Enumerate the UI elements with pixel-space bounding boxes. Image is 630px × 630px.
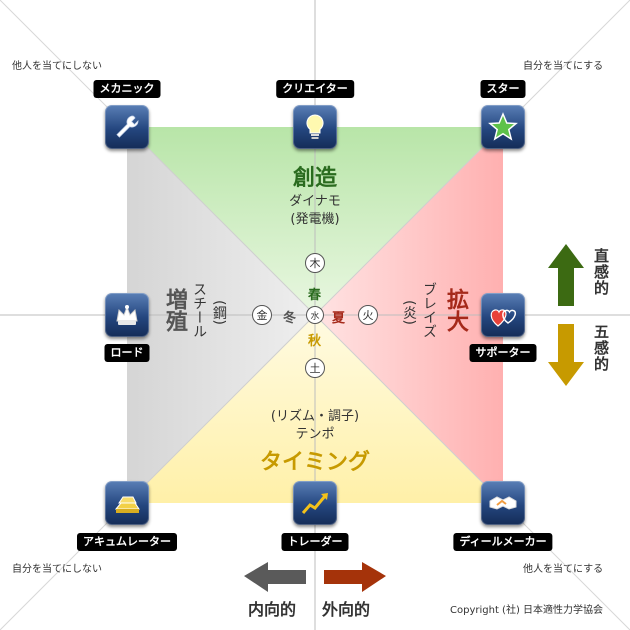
gold-bars-icon[interactable] (105, 481, 149, 525)
wrench-icon[interactable] (105, 105, 149, 149)
spring-label: 春 (308, 288, 322, 303)
top-quadrant-title: 創造 (292, 166, 338, 191)
intuitive-label: 直感的 (592, 248, 610, 296)
hearts-icon[interactable] (481, 293, 525, 337)
top-quadrant-element: (発電機) (290, 212, 340, 227)
bottom-quadrant-title: タイミング (259, 450, 371, 475)
copyright-text: Copyright (社) 日本適性力学協会 (450, 605, 604, 616)
left-quadrant-element: (鋼) (211, 300, 227, 325)
autumn-label: 秋 (308, 334, 322, 349)
deal-maker-label: ディールメーカー (453, 533, 553, 551)
star-label: スター (480, 80, 526, 98)
left-quadrant-subtitle: スチール (191, 282, 207, 338)
lightbulb-icon[interactable] (293, 105, 337, 149)
earth-element: 土 (305, 358, 325, 378)
supporter-label: サポーター (469, 344, 537, 362)
accumulator-label: アキュムレーター (77, 533, 177, 551)
fire-element: 火 (358, 305, 378, 325)
metal-element: 金 (252, 305, 272, 325)
bottom-quadrant-subtitle: テンポ (295, 427, 335, 442)
introvert-label: 内向的 (248, 600, 297, 619)
top-quadrant-subtitle: ダイナモ (289, 194, 341, 209)
bottom-quadrant-element: (リズム・調子) (270, 409, 360, 424)
extrovert-label: 外向的 (322, 600, 371, 619)
star-icon[interactable] (481, 105, 525, 149)
mechanic-label: メカニック (93, 80, 161, 98)
left-arrow (244, 562, 306, 592)
crown-icon[interactable] (105, 293, 149, 337)
down-arrow (548, 324, 584, 386)
bottom-left-note: 自分を当てにしない (12, 564, 102, 575)
water-element: 水 (306, 306, 324, 324)
creator-label: クリエイター (276, 80, 354, 98)
trader-label: トレーダー (281, 533, 349, 551)
top-left-note: 他人を当てにしない (12, 61, 102, 72)
up-arrow (548, 244, 584, 306)
rising-chart-icon[interactable] (293, 481, 337, 525)
wood-element: 木 (305, 253, 325, 273)
right-quadrant-title: 拡大 (443, 288, 468, 332)
summer-label: 夏 (332, 311, 346, 326)
winter-label: 冬 (283, 311, 297, 326)
top-right-note: 自分を当てにする (523, 61, 604, 72)
sensory-label: 五感的 (592, 324, 610, 372)
lord-label: ロード (104, 344, 150, 362)
right-arrow (324, 562, 386, 592)
right-quadrant-subtitle: ブレイズ (421, 282, 437, 338)
handshake-icon[interactable] (481, 481, 525, 525)
bottom-right-note: 他人を当てにする (523, 564, 604, 575)
right-quadrant-element: (炎) (401, 300, 417, 325)
left-quadrant-title: 増殖 (162, 288, 187, 332)
